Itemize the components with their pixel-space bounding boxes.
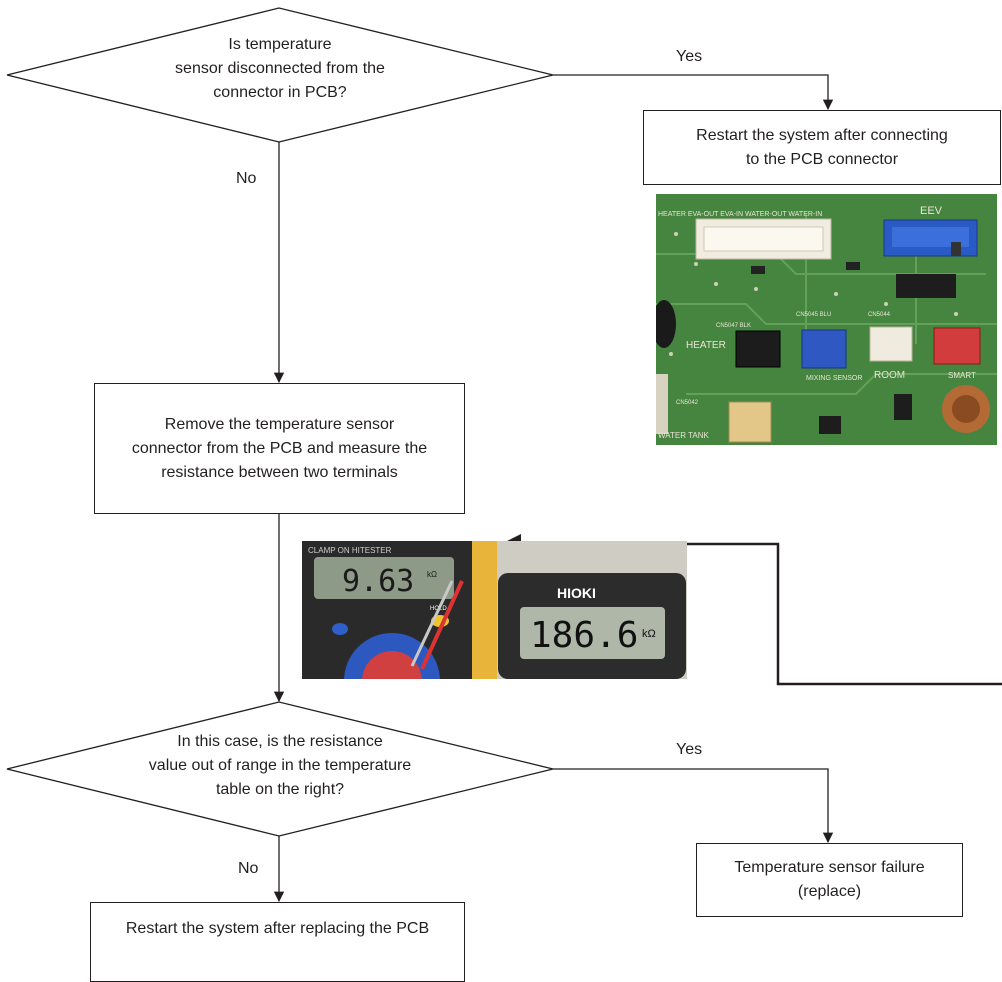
pcb-mixing-label: MIXING SENSOR <box>806 375 862 382</box>
pcb-cn-d: CN5042 <box>676 400 699 406</box>
pcb-cn-a: CN5047 BLK <box>716 323 751 329</box>
pcb-water-tank-label: WATER TANK <box>658 431 709 440</box>
sensor-failure-box: Temperature sensor failure (replace) <box>696 843 963 917</box>
d2-yes-label: Yes <box>676 741 703 758</box>
left-meter-reading: 9.63 <box>342 564 414 599</box>
remove-measure-box: Remove the temperature sensor connector … <box>94 383 465 514</box>
d1-yes-label: Yes <box>676 48 703 65</box>
pcb-smart-label: SMART <box>948 371 976 380</box>
decision2-text: In this case, is the resistance value ou… <box>148 733 412 798</box>
pcb-room-label: ROOM <box>874 370 905 381</box>
d1-no-label: No <box>236 170 257 187</box>
right-meter-unit: kΩ <box>642 628 656 640</box>
pcb-cn-b: CN5045 BLU <box>796 312 831 318</box>
multimeter-photo: CLAMP ON HITESTER 9.63 kΩ HOLD HIOKI 186… <box>302 541 687 679</box>
pcb-photo: HEATER EVA-OUT EVA-IN WATER-OUT WATER-IN… <box>656 194 997 445</box>
restart-connect-box: Restart the system after connecting to t… <box>643 110 1001 185</box>
pcb-heater-label: HEATER <box>686 340 726 351</box>
decision1-text: Is temperature sensor disconnected from … <box>175 36 385 101</box>
d1-yes-connector <box>553 74 834 111</box>
restart-replace-box: Restart the system after replacing the P… <box>90 902 465 982</box>
pcb-cn-c: CN5044 <box>868 312 891 318</box>
hioki-brand: HIOKI <box>557 585 596 601</box>
right-meter-reading: 186.6 <box>530 615 638 656</box>
d2-no-label: No <box>238 860 259 877</box>
left-meter-header: CLAMP ON HITESTER <box>308 546 392 555</box>
pcb-eev-label: EEV <box>920 205 943 217</box>
pcb-silkscreen-top: HEATER EVA-OUT EVA-IN WATER-OUT WATER-IN <box>658 211 822 218</box>
d2-yes-connector <box>553 768 834 844</box>
left-meter-unit: kΩ <box>427 570 437 579</box>
